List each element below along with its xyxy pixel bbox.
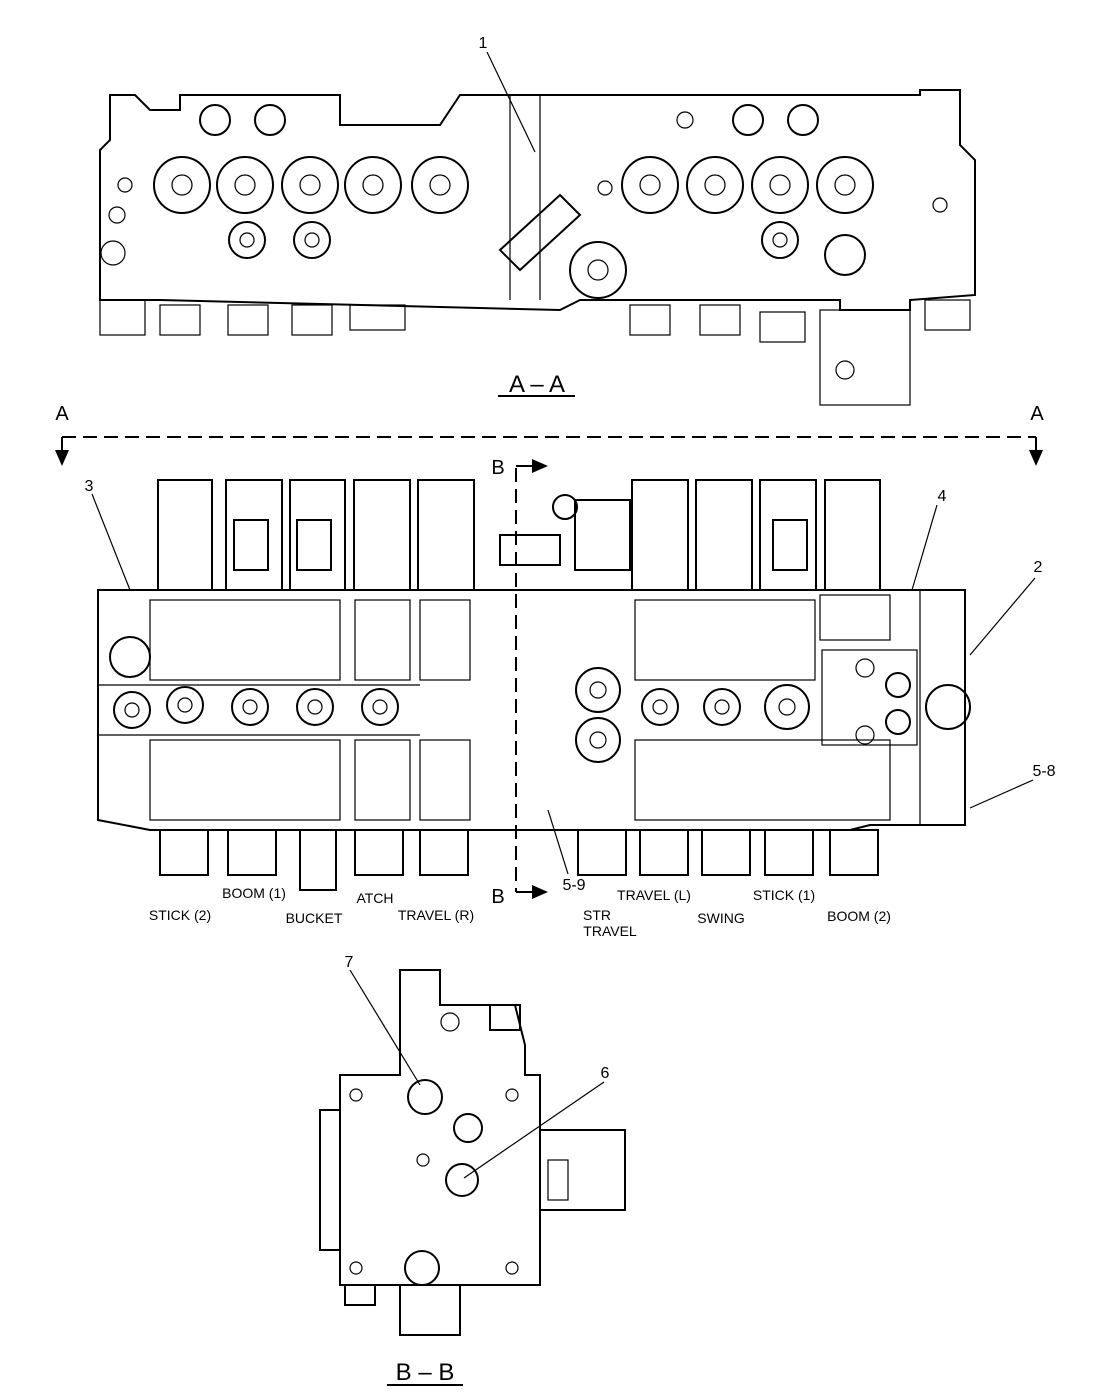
- view-b-b: [319, 969, 626, 1336]
- callout-5-8: 5-8: [1032, 763, 1055, 780]
- main-view: [97, 479, 971, 891]
- port-row: [109, 636, 971, 763]
- view-title-a-a: A – A: [509, 371, 565, 398]
- section-mark-a-left: A: [55, 403, 69, 425]
- label-bucket: BUCKET: [286, 910, 343, 926]
- callout-6: 6: [601, 1065, 610, 1082]
- cover-plates: [149, 594, 918, 821]
- a-a-left-spools: [100, 104, 469, 266]
- section-line-b: [515, 459, 548, 899]
- a-a-right-spools: [498, 104, 948, 299]
- callout-1: 1: [479, 35, 488, 52]
- label-travel-l: TRAVEL (L): [617, 887, 691, 903]
- leader-lines: [91, 51, 1036, 1179]
- label-str: STR: [583, 907, 611, 923]
- section-mark-b-top: B: [491, 457, 504, 479]
- label-stick-1: STICK (1): [753, 887, 815, 903]
- callout-2: 2: [1034, 559, 1043, 576]
- label-travel: TRAVEL: [583, 923, 637, 939]
- callout-5-9: 5-9: [562, 877, 585, 894]
- label-boom-2: BOOM (2): [827, 908, 891, 924]
- label-swing: SWING: [697, 910, 744, 926]
- callout-4: 4: [938, 488, 947, 505]
- view-a-a: [99, 89, 976, 406]
- callout-7: 7: [345, 954, 354, 971]
- callout-3: 3: [85, 478, 94, 495]
- section-mark-a-right: A: [1030, 403, 1044, 425]
- section-mark-b-bottom: B: [491, 886, 504, 908]
- view-title-b-b: B – B: [396, 1359, 455, 1386]
- label-travel-r: TRAVEL (R): [398, 907, 474, 923]
- label-stick-2: STICK (2): [149, 907, 211, 923]
- solenoid-row: [157, 479, 881, 591]
- label-boom-1: BOOM (1): [222, 885, 286, 901]
- bottom-blocks: [159, 829, 879, 891]
- label-atch: ATCH: [356, 890, 393, 906]
- section-line-a: [55, 436, 1043, 466]
